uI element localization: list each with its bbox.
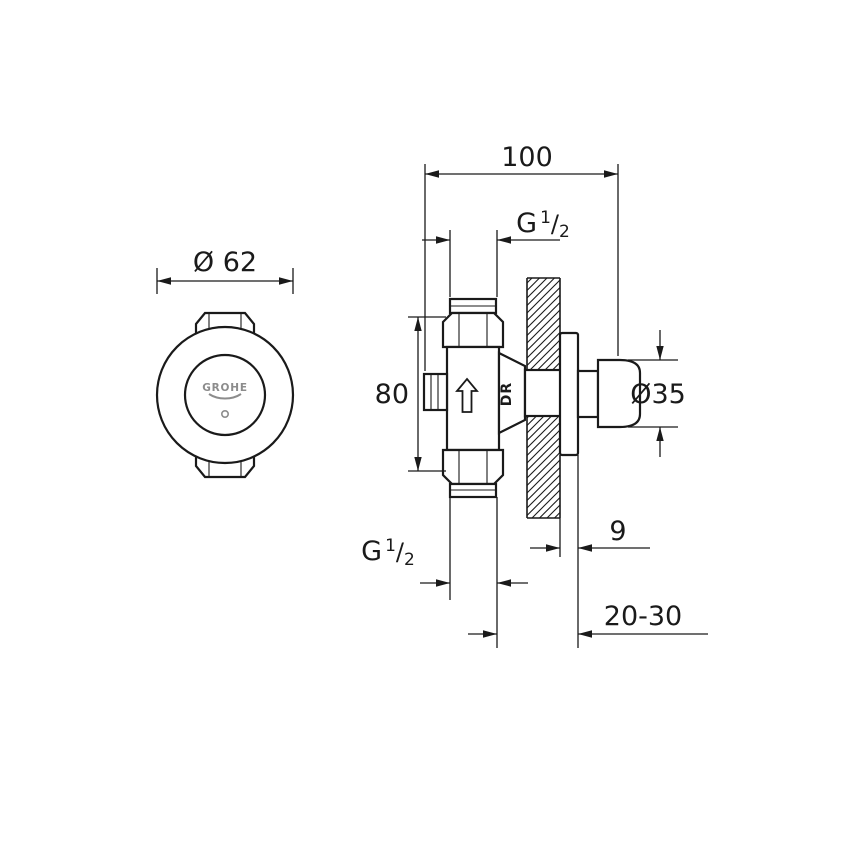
wall-section: [527, 278, 560, 518]
dimension-9: 9: [530, 455, 650, 648]
front-view: GROHE Ø 62: [155, 247, 295, 479]
thread-den: 2: [559, 222, 570, 242]
bottom-hex-nut: [441, 448, 505, 486]
thread-slash: /: [396, 538, 405, 566]
flow-arrow-icon: [455, 377, 479, 413]
thread-slash: /: [551, 210, 560, 238]
d2030-label: 20-30: [604, 601, 682, 632]
thread-g: G: [516, 208, 537, 239]
wall-outline: [526, 277, 561, 519]
dimension-80: 80: [375, 316, 446, 472]
grohe-logo: GROHE: [202, 382, 248, 418]
thread-den: 2: [404, 550, 415, 570]
d9-label: 9: [609, 516, 626, 547]
stop-screw: [422, 372, 449, 412]
logo-dot-icon: [221, 409, 230, 418]
d80-label: 80: [375, 379, 409, 410]
dimension-dia35: Ø35: [628, 330, 686, 457]
d100-label: 100: [501, 142, 553, 173]
thread-g: G: [361, 536, 382, 567]
escutcheon-flange: [558, 331, 580, 457]
side-view: DR 100: [361, 142, 708, 648]
dia62-label: Ø 62: [193, 247, 257, 278]
knob-inner-circle: [183, 353, 267, 437]
valve-bonnet: [497, 351, 527, 435]
wall-hatch-lower: [527, 416, 560, 518]
knob: [596, 358, 642, 429]
dia35-label: Ø35: [630, 379, 686, 410]
wall-hatch-upper: [527, 278, 560, 370]
dimension-100: 100: [424, 142, 619, 371]
dr-marking: DR: [499, 382, 515, 406]
thread-num: 1: [540, 208, 551, 228]
valve-main-body: [445, 345, 501, 452]
dimension-20-30: 20-30: [468, 601, 708, 638]
grohe-logo-text: GROHE: [202, 382, 248, 394]
thread-num: 1: [385, 536, 396, 556]
top-hex-nut: [441, 311, 505, 349]
grohe-logo-swoosh: [208, 393, 242, 400]
dimension-dia62: Ø 62: [156, 247, 294, 294]
knob-collar: [576, 369, 600, 419]
